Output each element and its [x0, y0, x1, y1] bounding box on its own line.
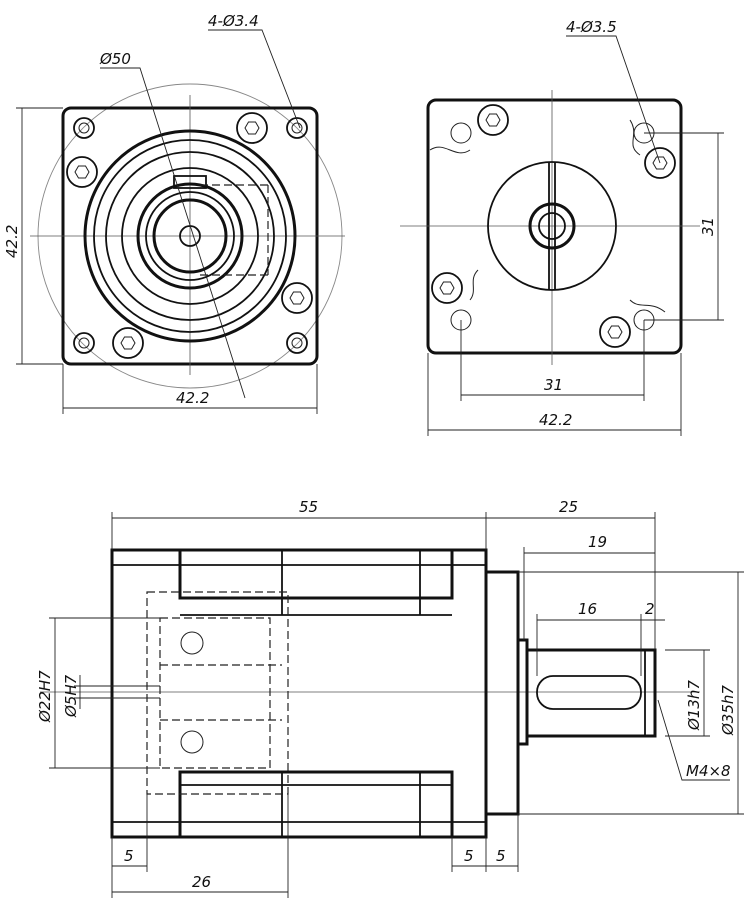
overall-body-length: 55: [299, 498, 318, 516]
front-bolt-1: [236, 112, 268, 144]
flange-step-2: 5: [496, 847, 506, 865]
front-height-label: 42.2: [3, 225, 21, 258]
front-ring-2: [93, 139, 287, 333]
rear-bolt-4-hex: [607, 325, 623, 339]
front-screw-bl: [73, 332, 95, 354]
front-screw-tl-inner: [78, 122, 90, 134]
key-length: 16: [578, 600, 597, 618]
rear-bolt-1: [477, 104, 509, 136]
front-bolt-4: [112, 327, 144, 359]
shaft-length: 19: [588, 533, 607, 551]
front-screw-br-inner: [291, 337, 303, 349]
rear-break-2: [629, 119, 641, 156]
rear-bolt-3-hex: [439, 281, 455, 295]
flange-step-1: 5: [464, 847, 474, 865]
rear-break-1: [429, 146, 471, 154]
front-bore: [152, 198, 228, 274]
rear-bore-inner: [538, 212, 566, 240]
front-screw-tl: [73, 117, 95, 139]
front-ring-outer: [83, 129, 297, 343]
rear-bore: [528, 202, 576, 250]
front-bolt-1-hex: [244, 121, 260, 135]
shaft-end-offset: 2: [645, 600, 655, 618]
side-top-pocket: [178, 550, 454, 600]
side-pilot: [484, 570, 520, 816]
thread-leader: [657, 699, 730, 781]
front-ring-3: [105, 151, 275, 321]
front-bolt-3: [281, 282, 313, 314]
thread-callout: M4×8: [686, 762, 731, 780]
rear-horiz-spacing-label: 31: [544, 376, 563, 394]
front-bolt-2-hex: [74, 165, 90, 179]
hole-callout-leader: [208, 29, 301, 129]
shaft-extension: 25: [559, 498, 578, 516]
front-screw-tr-inner: [291, 122, 303, 134]
rear-bolt-3: [431, 272, 463, 304]
side-hidden-hole-1: [180, 631, 204, 655]
rear-bolt-4: [599, 316, 631, 348]
front-view: Ø50 4-Ø3.4 42.2 42.2: [3, 12, 345, 414]
rear-bolt-1-hex: [485, 113, 501, 127]
hole-callout-front: 4-Ø3.4: [208, 12, 259, 30]
side-bottom-pocket: [178, 770, 454, 837]
front-ring-4: [121, 167, 259, 305]
rear-flange-outline: [426, 98, 683, 355]
front-screw-bl-inner: [78, 337, 90, 349]
side-hidden-adapter: [146, 591, 289, 795]
front-width-label: 42.2: [176, 389, 209, 407]
side-hidden-hole-2: [180, 730, 204, 754]
front-bolt-2: [66, 156, 98, 188]
bolt-circle-label: Ø50: [99, 50, 131, 68]
side-view: 55 25 19 16 2 Ø22H7 Ø5H7 Ø13h7: [36, 498, 744, 898]
hole-callout-rear: 4-Ø3.5: [566, 18, 617, 36]
front-bolt-4-hex: [120, 336, 136, 350]
front-screw-tr: [286, 117, 308, 139]
front-bolt-3-hex: [289, 291, 305, 305]
side-hidden-adapter-inner: [159, 617, 271, 769]
bore-diameter: Ø22H7: [36, 670, 54, 723]
input-shaft-bore: Ø5H7: [62, 674, 80, 718]
motor-adapter-depth: 26: [192, 873, 211, 891]
rear-break-4: [629, 299, 666, 313]
rear-hole-callout-leader: [566, 35, 661, 164]
front-keyway: [173, 175, 207, 189]
front-ring-5: [136, 182, 244, 290]
rear-hub: [487, 161, 617, 291]
output-shaft-diameter: Ø13h7: [685, 680, 703, 731]
shaft-key: [536, 675, 642, 710]
front-ring-6: [145, 191, 235, 281]
phi50-leader: [100, 67, 246, 399]
flange-thickness-left: 5: [124, 847, 134, 865]
rear-bolt-2-hex: [652, 156, 668, 170]
rear-bolt-2: [644, 147, 676, 179]
rear-vert-spacing-label: 31: [699, 217, 717, 236]
rear-break-3: [469, 269, 479, 301]
front-screw-br: [286, 332, 308, 354]
pilot-diameter: Ø35h7: [719, 685, 737, 736]
rear-width-label: 42.2: [539, 411, 572, 429]
rear-view: 4-Ø3.5 31 31 42.2: [400, 18, 724, 436]
rear-hole-1: [450, 122, 472, 144]
output-shaft: [525, 648, 657, 738]
